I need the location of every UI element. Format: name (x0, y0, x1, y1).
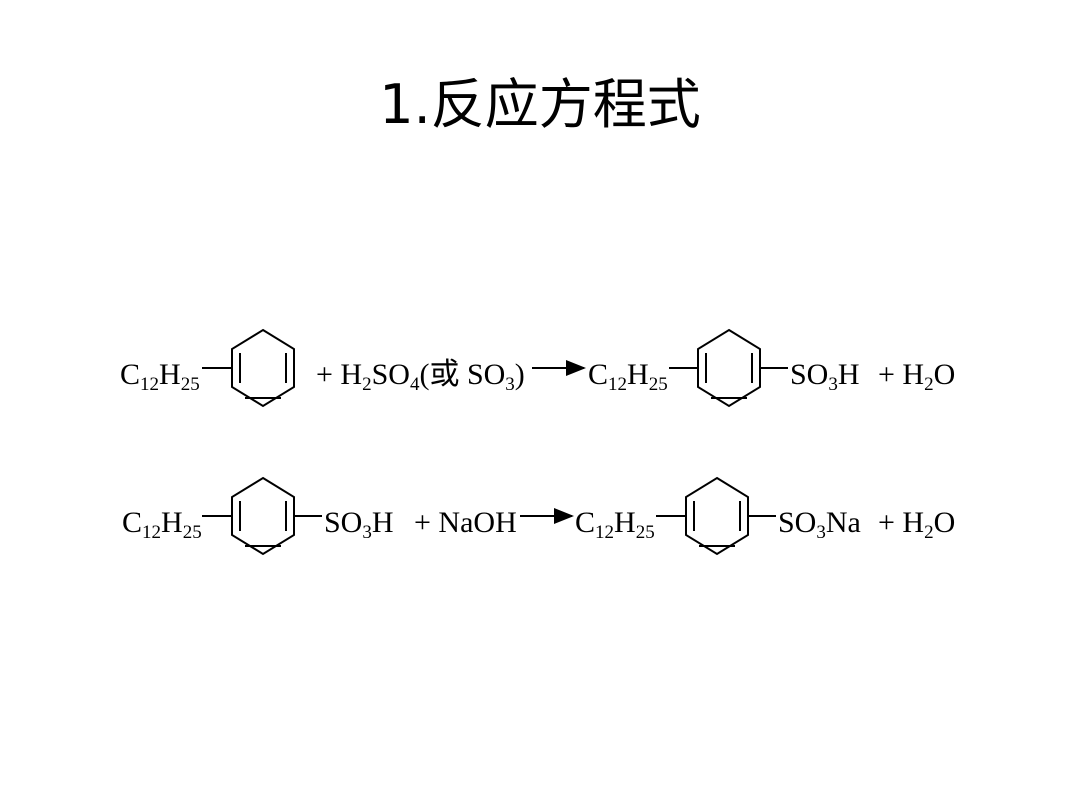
eq2-product-sulfonate-group: SO3Na (778, 506, 861, 543)
equation-1: C12H25 + H2SO4(或 SO3) C12H25 SO3H + H2O (120, 329, 955, 407)
equation-2: C12H25 SO3H + NaOH C12H25 SO3Na + H2O (122, 477, 955, 555)
eq1-benzene-ring-1 (231, 329, 295, 407)
eq2-reactant-sulfonic-group: SO3H (324, 506, 394, 543)
slide-title: 1.反应方程式 (379, 73, 701, 136)
eq2-reactant-alkyl: C12H25 (122, 506, 202, 543)
eq1-benzene-ring-2 (697, 329, 761, 407)
eq1-byproduct: + H2O (878, 358, 955, 395)
eq2-benzene-ring-2 (685, 477, 749, 555)
eq2-byproduct: + H2O (878, 506, 955, 543)
eq2-benzene-ring-1 (231, 477, 295, 555)
eq2-product-alkyl: C12H25 (575, 506, 655, 543)
eq1-reactant-alkyl: C12H25 (120, 358, 200, 395)
eq1-reagent: + H2SO4(或 SO3) (316, 358, 525, 395)
eq1-product-alkyl: C12H25 (588, 358, 668, 395)
eq2-reagent: + NaOH (414, 506, 517, 539)
eq1-product-sulfonic-group: SO3H (790, 358, 860, 395)
